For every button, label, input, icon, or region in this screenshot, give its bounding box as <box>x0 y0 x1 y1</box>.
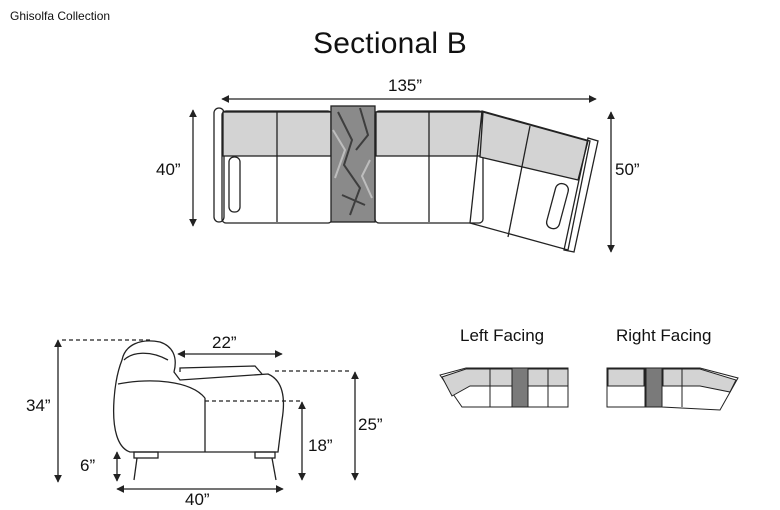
front-leg-top <box>133 451 159 459</box>
left-arm <box>213 107 225 223</box>
arm-height-label: 25” <box>358 415 383 434</box>
right-facing-label: Right Facing <box>616 326 712 345</box>
seat-top-cushion <box>179 365 263 375</box>
right-pillow <box>545 182 570 230</box>
middle-seat-block <box>374 110 484 224</box>
seat-depth-label: 22” <box>212 333 237 352</box>
left-facing-end <box>547 367 569 408</box>
left-facing-label: Left Facing <box>460 326 545 345</box>
leg-height-label: 6” <box>80 456 96 475</box>
corner-seat-divider <box>507 125 531 238</box>
front-leg <box>133 457 138 481</box>
left-facing-table <box>511 367 529 408</box>
overall-width-label: 135” <box>388 76 423 95</box>
marble-light-veins <box>332 129 373 199</box>
side-view <box>54 339 359 493</box>
right-facing-outline <box>661 367 739 411</box>
right-facing-start-back <box>607 368 645 387</box>
total-height-label: 34” <box>26 396 51 415</box>
sofa-side-profile <box>112 340 285 453</box>
left-facing-backrest <box>441 368 549 397</box>
seat-height-label: 18” <box>308 436 333 455</box>
corner-backrest <box>479 111 589 181</box>
seat-cushion-curve <box>117 380 206 399</box>
side-depth-label: 40” <box>185 490 210 509</box>
back-leg <box>271 457 277 481</box>
back-leg-top <box>254 451 276 459</box>
right-facing-backrest <box>662 368 737 393</box>
marble-veins <box>337 107 370 216</box>
back-cushion-curve <box>123 352 169 361</box>
page-title: Sectional B <box>313 27 467 60</box>
right-facing-table <box>645 367 663 408</box>
brand-label: Ghisolfa Collection <box>10 9 111 23</box>
right-arm <box>563 137 599 253</box>
right-facing-mini <box>606 367 739 411</box>
right-facing-start <box>606 367 646 408</box>
right-depth-label: 50” <box>615 160 640 179</box>
left-pillow <box>228 156 241 213</box>
left-depth-label: 40” <box>156 160 181 179</box>
left-facing-end-back <box>547 368 569 387</box>
top-view <box>189 95 615 253</box>
left-facing-mini <box>439 367 569 408</box>
